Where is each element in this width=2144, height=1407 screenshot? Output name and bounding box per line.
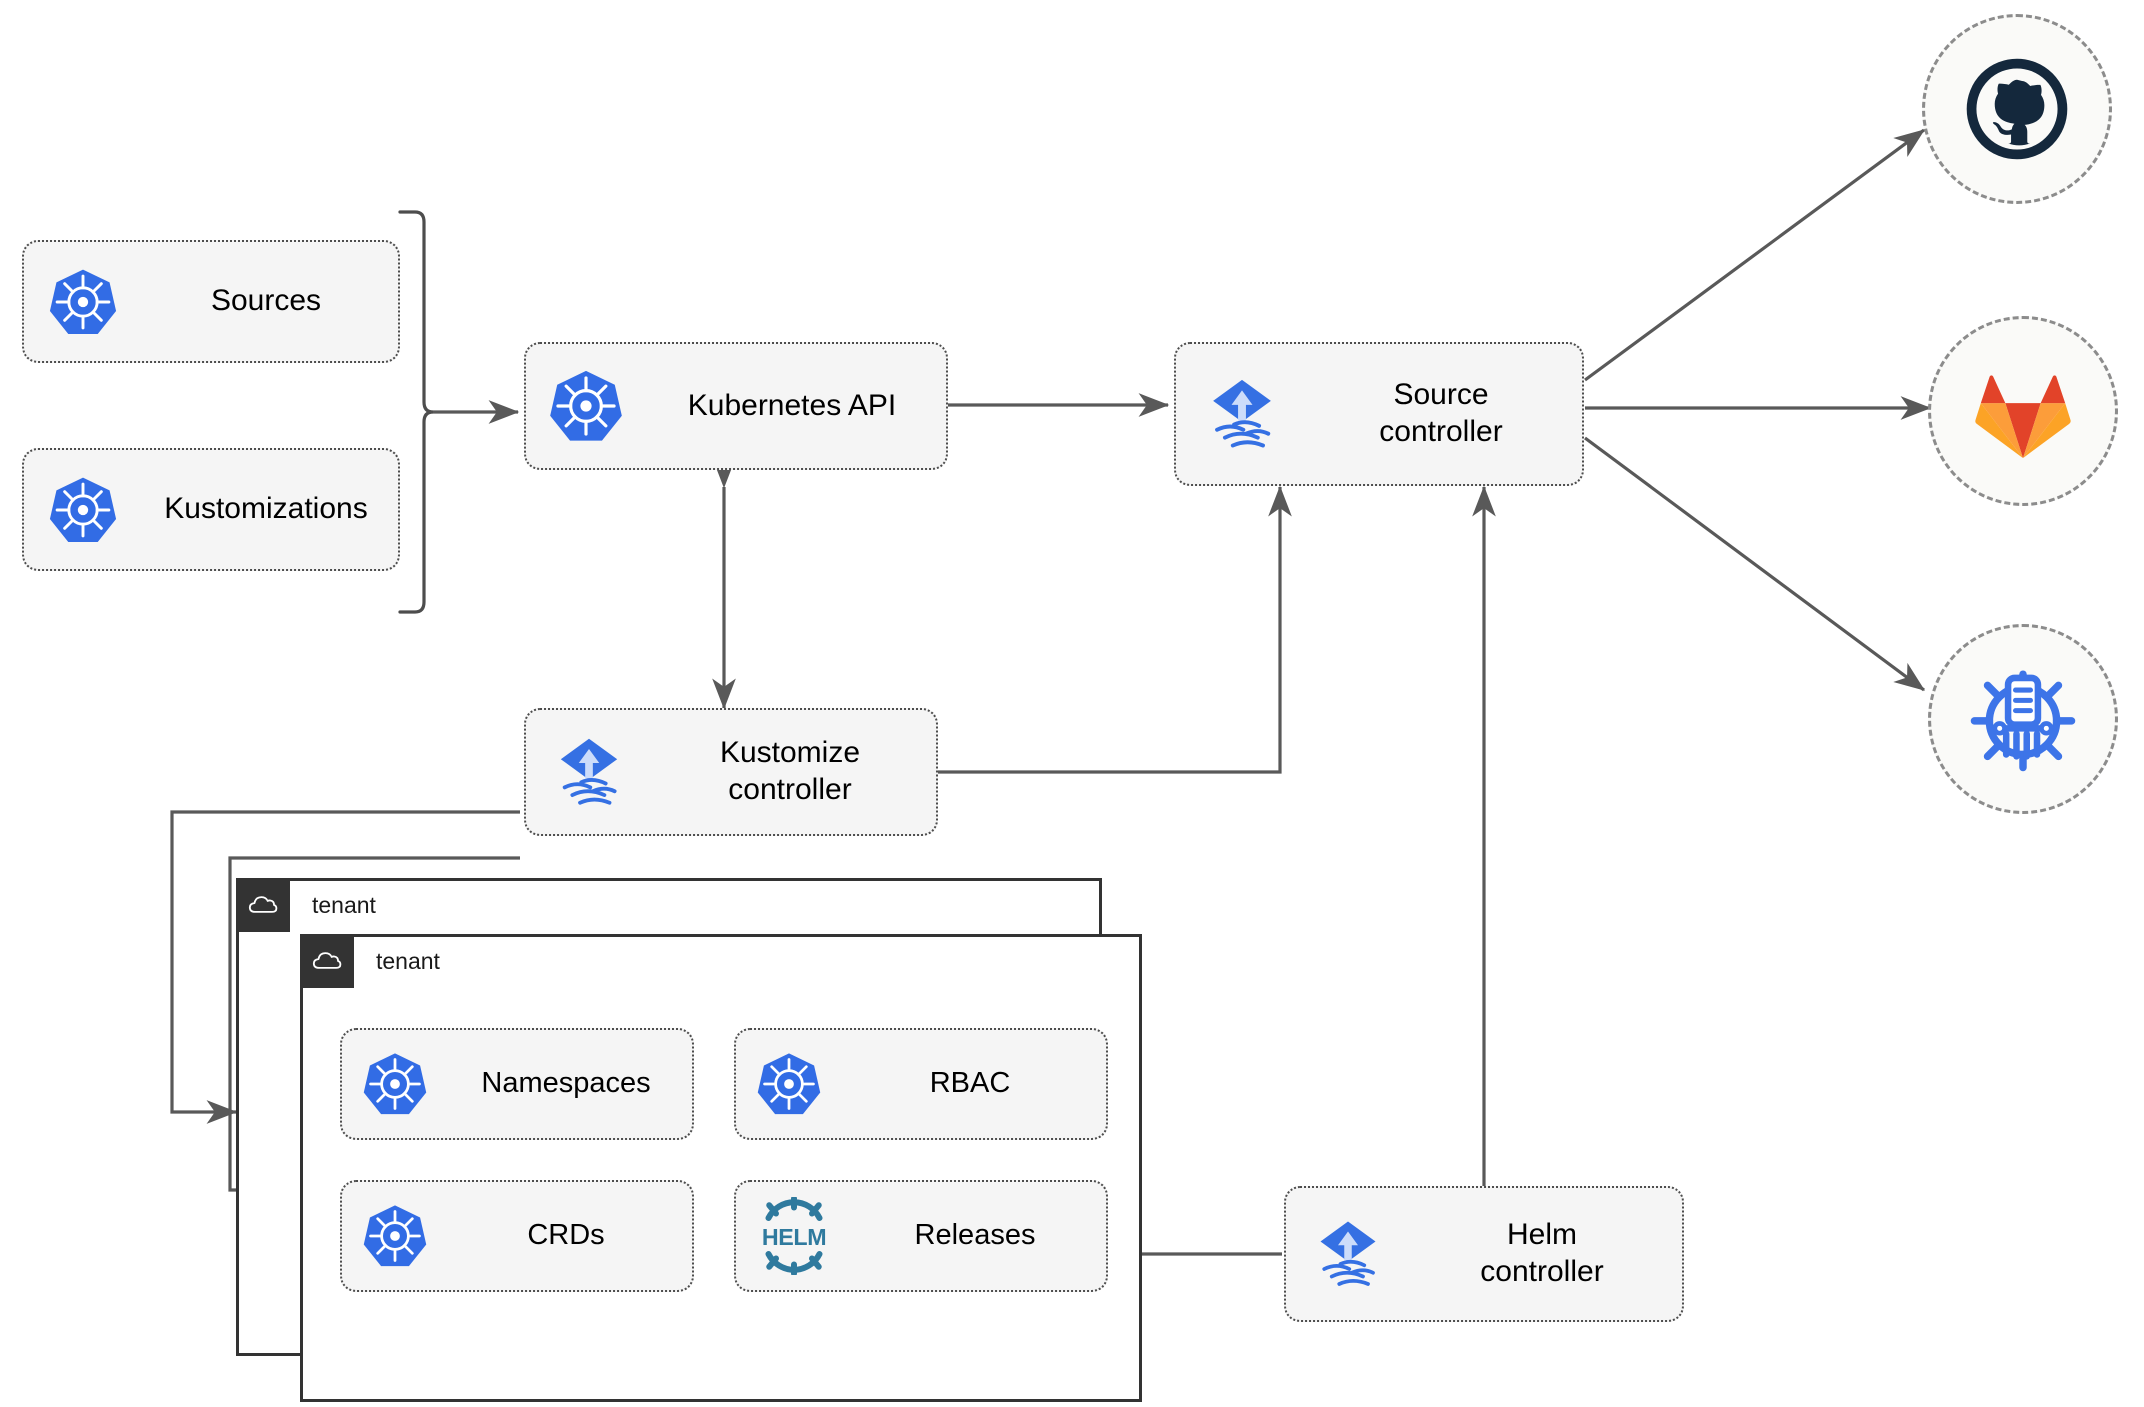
kubernetes-icon <box>526 367 646 445</box>
edge-kustomize-to-source-controller <box>938 485 1292 774</box>
crd-group-bracket <box>398 210 434 614</box>
node-label: Kubernetes API <box>687 388 897 422</box>
flux-icon <box>526 731 652 813</box>
kubernetes-icon <box>342 1202 448 1270</box>
external-source-gitlab[interactable] <box>1928 316 2118 506</box>
helm-repository-icon <box>1970 670 2076 772</box>
cloud-icon <box>300 934 354 988</box>
edge-source-controller-to-github <box>1584 128 1926 382</box>
kubernetes-icon <box>24 266 142 338</box>
edge-source-controller-to-helm-repository <box>1584 436 1926 692</box>
node-helm-controller[interactable]: Helm controller <box>1284 1186 1684 1322</box>
gitlab-icon <box>1975 375 2071 459</box>
node-label: Helm controller <box>1480 1218 1604 1288</box>
external-source-github[interactable] <box>1922 14 2112 204</box>
crd-card-label: Kustomizations <box>164 492 368 526</box>
node-label: Source controller <box>1379 378 1503 448</box>
kubernetes-icon <box>736 1050 842 1118</box>
external-source-helm-repository[interactable] <box>1928 624 2118 814</box>
crd-card-kustomizations[interactable]: Kustomizations <box>22 448 400 571</box>
tenant-frame-front[interactable]: tenant <box>300 934 1142 1402</box>
tenant-resource-crds[interactable]: CRDs <box>340 1180 694 1292</box>
tenant-resource-label: CRDs <box>527 1219 605 1252</box>
tenant-resource-releases[interactable]: HELM Releases <box>734 1180 1108 1292</box>
kubernetes-icon <box>342 1050 448 1118</box>
kubernetes-icon <box>24 474 142 546</box>
node-label: Kustomize controller <box>719 736 861 806</box>
tenant-resource-namespaces[interactable]: Namespaces <box>340 1028 694 1140</box>
flux-icon <box>1176 372 1308 456</box>
svg-text:HELM: HELM <box>762 1224 826 1250</box>
tenant-label: tenant <box>376 947 440 974</box>
tenant-label: tenant <box>312 891 376 918</box>
helm-icon: HELM <box>736 1197 852 1275</box>
crd-card-label: Sources <box>210 284 322 318</box>
node-source-controller[interactable]: Source controller <box>1174 342 1584 486</box>
tenant-resource-label: Releases <box>914 1219 1036 1252</box>
crd-card-sources[interactable]: Sources <box>22 240 400 363</box>
tenant-header: tenant <box>236 878 376 932</box>
node-kustomize-controller[interactable]: Kustomize controller <box>524 708 938 836</box>
tenant-resource-label: Namespaces <box>481 1067 651 1100</box>
node-kubernetes-api[interactable]: Kubernetes API <box>524 342 948 470</box>
tenant-resource-label: RBAC <box>929 1067 1011 1100</box>
flux-icon <box>1286 1214 1410 1294</box>
github-icon <box>1966 58 2068 160</box>
cloud-icon <box>236 878 290 932</box>
tenant-header: tenant <box>300 934 440 988</box>
tenant-resource-rbac[interactable]: RBAC <box>734 1028 1108 1140</box>
